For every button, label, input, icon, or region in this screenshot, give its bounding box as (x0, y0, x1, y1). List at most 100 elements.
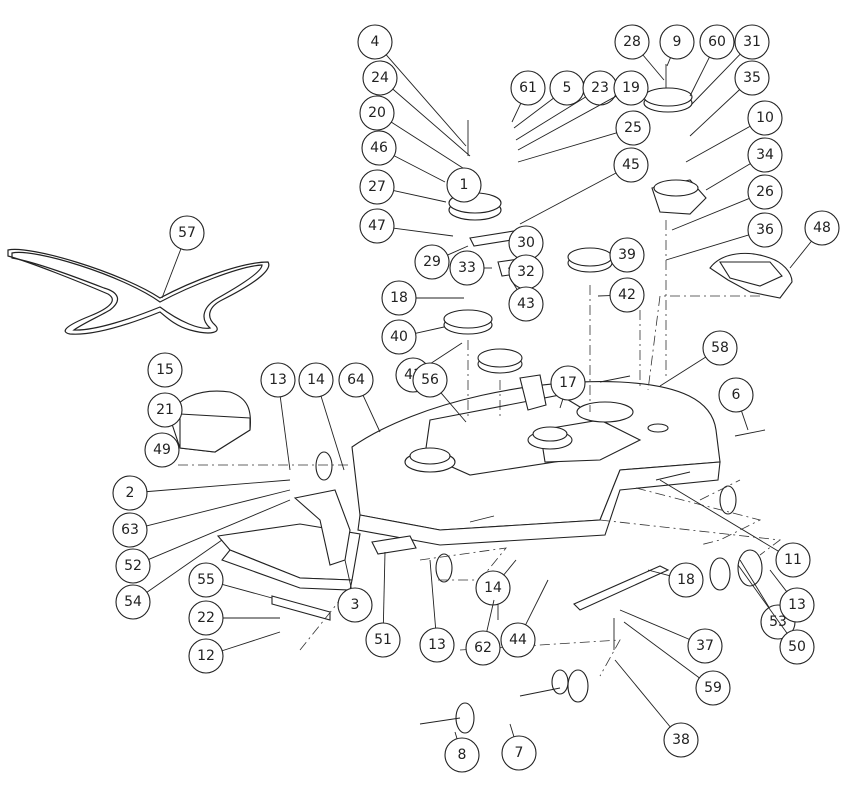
callout-label: 63 (121, 522, 139, 538)
callout-label: 42 (618, 287, 636, 303)
callout-57: 57 (161, 215, 205, 299)
spindle-right (527, 426, 573, 450)
callout-label: 13 (269, 372, 287, 388)
callout-label: 26 (756, 184, 774, 200)
callout-circle (381, 319, 417, 355)
callout-42: 42 (597, 277, 645, 313)
callout-circle (613, 70, 649, 106)
callout-label: 39 (618, 247, 636, 263)
callout-22: 22 (188, 600, 280, 636)
v-belt-57 (7, 248, 270, 335)
callout-35: 35 (689, 60, 770, 137)
callout-63: 63 (112, 489, 291, 548)
callout-9: 9 (659, 24, 695, 67)
callout-label: 33 (458, 260, 476, 276)
callout-circle (357, 24, 393, 60)
leader-line (665, 234, 749, 261)
pulley-40 (443, 309, 493, 335)
callout-circle (188, 562, 224, 598)
pulley-39 (567, 247, 613, 273)
callout-label: 13 (428, 637, 446, 653)
blade-37 (573, 565, 670, 611)
callout-label: 32 (517, 264, 535, 280)
callout-2: 2 (112, 475, 291, 511)
callout-label: 53 (769, 614, 787, 630)
leader-line (222, 631, 281, 652)
callout-11: 11 (659, 479, 811, 578)
callout-label: 48 (813, 220, 831, 236)
callout-label: 47 (368, 218, 386, 234)
leader-line (789, 240, 812, 269)
callout-label: 46 (370, 140, 388, 156)
callout-label: 44 (509, 632, 527, 648)
leader-line (454, 731, 458, 739)
callout-label: 12 (197, 648, 215, 664)
callout-label: 29 (423, 254, 441, 270)
leader-line (393, 190, 447, 203)
callout-label: 14 (307, 372, 325, 388)
callout-6: 6 (718, 377, 754, 431)
leader-line (691, 53, 741, 105)
callout-circle (613, 147, 649, 183)
callout-18: 18 (381, 280, 464, 316)
callout-circle (188, 638, 224, 674)
callout-4: 4 (357, 24, 467, 147)
callout-circle (663, 722, 699, 758)
leader-line (689, 89, 740, 137)
leader-line (146, 539, 223, 593)
leader-line (426, 342, 463, 367)
callout-circle (298, 362, 334, 398)
callout-62: 62 (465, 599, 501, 666)
callout-label: 61 (519, 80, 537, 96)
callout-label: 20 (368, 105, 386, 121)
callout-13: 13 (260, 362, 296, 471)
leader-line (391, 121, 467, 171)
callout-60: 60 (689, 24, 735, 97)
callout-38: 38 (614, 659, 699, 758)
callout-circle (115, 584, 151, 620)
callout-circle (260, 362, 296, 398)
leader-line (559, 399, 564, 409)
callout-circle (414, 244, 450, 280)
leader-line (739, 559, 770, 608)
callout-15: 15 (147, 352, 183, 388)
callout-14: 14 (298, 362, 345, 471)
leader-line (429, 559, 437, 629)
callout-circle (747, 100, 783, 136)
callout-circle (779, 587, 815, 623)
callout-circle (747, 212, 783, 248)
leader-line (513, 97, 554, 129)
callout-34: 34 (705, 137, 783, 191)
callout-label: 57 (178, 225, 196, 241)
callout-label: 62 (474, 640, 492, 656)
callout-label: 9 (673, 34, 682, 50)
left-chute-cover-49 (169, 390, 252, 453)
callout-circle (775, 542, 811, 578)
callout-64: 64 (338, 362, 381, 433)
callout-circle (147, 392, 183, 428)
leader-line (647, 569, 670, 577)
callout-49: 49 (144, 432, 180, 468)
callout-20: 20 (359, 95, 467, 171)
callout-label: 34 (756, 147, 774, 163)
callout-label: 31 (743, 34, 761, 50)
callout-label: 18 (677, 572, 695, 588)
callout-circle (747, 137, 783, 173)
callout-label: 60 (708, 34, 726, 50)
leader-line (741, 410, 749, 431)
callout-label: 1 (460, 177, 469, 193)
leader-line (415, 326, 445, 334)
callout-48: 48 (789, 210, 840, 269)
callout-circle (659, 24, 695, 60)
leader-line (614, 659, 671, 728)
leader-line (525, 579, 549, 625)
callout-56: 56 (412, 362, 467, 423)
callout-circle (362, 60, 398, 96)
callout-46: 46 (361, 130, 446, 183)
callout-circle (419, 627, 455, 663)
callout-label: 35 (743, 70, 761, 86)
leader-line (146, 489, 291, 527)
callout-51: 51 (365, 551, 401, 658)
spindle-left (404, 447, 456, 473)
